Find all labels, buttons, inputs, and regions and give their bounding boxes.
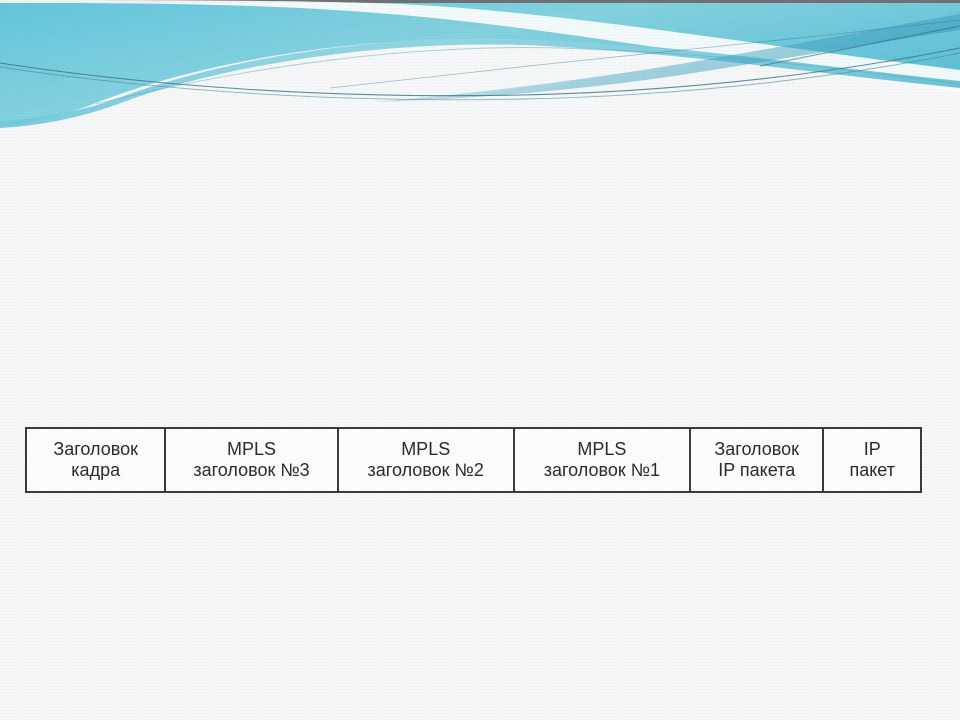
packet-cell-line-2: кадра [71, 460, 121, 480]
banner-strand-1 [0, 47, 960, 97]
packet-cell-frame-header: Заголовок кадра [27, 429, 167, 491]
packet-cell-line-2: заголовок №2 [367, 460, 484, 480]
packet-cell-ip-header: Заголовок IP пакета [691, 429, 825, 491]
packet-cell-mpls-label-2: MPLS заголовок №2 [338, 429, 515, 491]
decorative-wave-banner [0, 0, 960, 130]
banner-top-rule [0, 0, 960, 3]
packet-cell-ip-payload: IP пакет [824, 429, 920, 491]
packet-cell-line-1: Заголовок [53, 438, 138, 459]
mpls-encapsulation-diagram: Заголовок кадра MPLS заголовок №3 MPLS з… [25, 427, 922, 493]
banner-strand-4 [329, 19, 960, 89]
packet-cell-line-2: пакет [849, 460, 895, 480]
banner-strand-3 [95, 47, 960, 105]
packet-cell-mpls-label-3: MPLS заголовок №3 [166, 429, 339, 491]
banner-strand-5 [759, 25, 960, 67]
packet-cell-line-2: заголовок №1 [543, 460, 661, 480]
packet-cell-line-1: MPLS [577, 438, 627, 459]
packet-cell-line-1: Заголовок [714, 438, 800, 459]
packet-cell-line-1: MPLS [226, 438, 276, 459]
banner-white-lower [0, 50, 960, 130]
packet-cell-line-2: заголовок №3 [193, 460, 310, 480]
banner-teal-body [0, 3, 960, 126]
packet-cell-line-1: IP [863, 438, 881, 459]
packet-cell-line-2: IP пакета [718, 460, 796, 480]
packet-cell-mpls-label-1: MPLS заголовок №1 [514, 429, 692, 491]
banner-strand-2 [0, 52, 960, 101]
banner-white-ribbon-upper [0, 0, 960, 92]
packet-cell-line-1: MPLS [401, 438, 451, 459]
